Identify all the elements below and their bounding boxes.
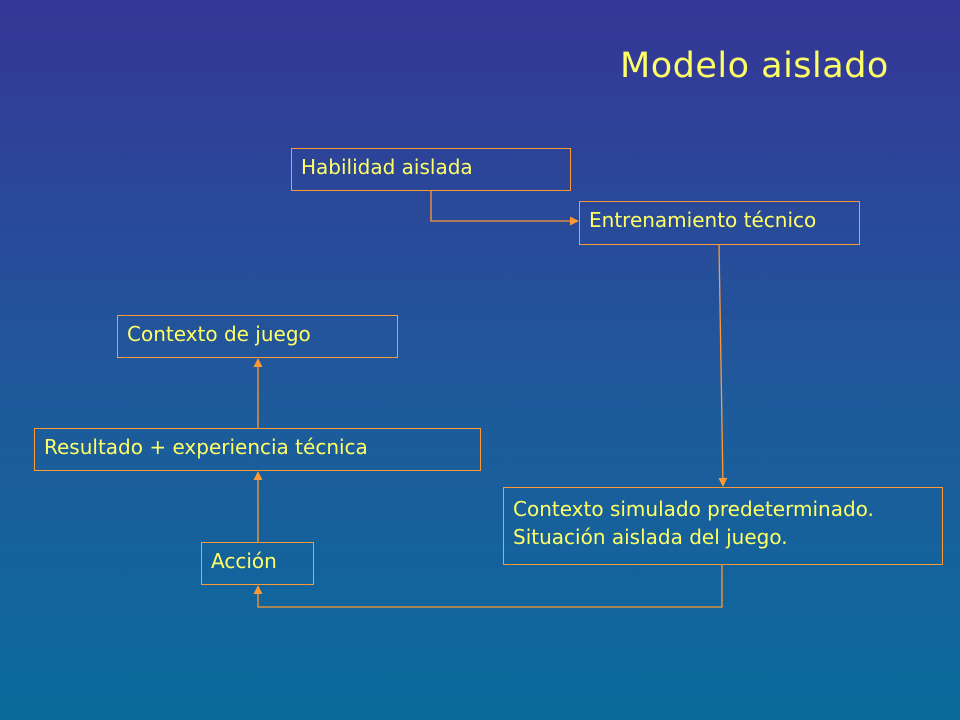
connector-entrenamiento-contexto-simulado: [718, 244, 728, 487]
connector-contexto-simulado-accion: [253, 565, 723, 608]
node-label: Entrenamiento técnico: [589, 208, 817, 232]
node-label-line-2: Situación aislada del juego.: [513, 525, 788, 549]
node-resultado-experiencia: Resultado + experiencia técnica: [34, 428, 481, 471]
node-entrenamiento-tecnico: Entrenamiento técnico: [579, 201, 860, 245]
node-label: Acción: [211, 549, 277, 573]
node-label: Resultado + experiencia técnica: [44, 435, 368, 459]
node-habilidad-aislada: Habilidad aislada: [291, 148, 571, 191]
node-accion: Acción: [201, 542, 314, 585]
node-label-line-1: Contexto simulado predeterminado.: [513, 497, 874, 521]
node-contexto-de-juego: Contexto de juego: [117, 315, 398, 358]
connector-habilidad-entrenamiento: [430, 191, 579, 226]
node-label: Contexto de juego: [127, 322, 311, 346]
node-contexto-simulado: Contexto simulado predeterminado. Situac…: [503, 487, 943, 565]
node-label: Habilidad aislada: [301, 155, 473, 179]
slide-title: Modelo aislado: [620, 46, 889, 86]
